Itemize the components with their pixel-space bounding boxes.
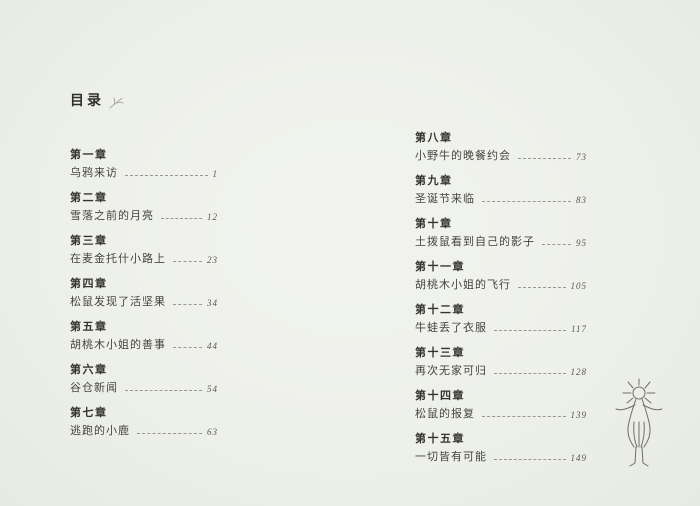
chapter-title: 逃跑的小鹿 [70,425,130,437]
dot-leader [518,286,566,288]
chapter-title: 松鼠发现了活坚果 [70,296,166,308]
chapter-title: 谷仓新闻 [70,382,118,394]
chapter-title: 胡桃木小姐的善事 [70,339,166,351]
chapter-label: 第六章 [70,364,108,376]
chapter-label: 第二章 [70,192,108,204]
chapter-title: 土拨鼠看到自己的影子 [415,236,535,248]
flower-fairy-illustration-icon [615,378,663,467]
title-row: 圣诞节来临 83 [415,194,587,205]
title-row: 胡桃木小姐的飞行 105 [415,280,587,291]
chapter-label: 第十章 [415,218,453,230]
title-row: 谷仓新闻 54 [70,383,218,394]
toc-entry: 第四章 松鼠发现了活坚果 34 [70,275,218,308]
dot-leader [494,372,566,374]
dot-leader [482,200,571,202]
chapter-title: 雪落之前的月亮 [70,210,154,222]
chapter-label: 第十三章 [415,347,465,359]
chapter-title: 小野牛的晚餐约会 [415,150,511,162]
page-number: 139 [570,410,587,420]
chapter-label: 第十二章 [415,304,465,316]
dot-leader [173,260,202,262]
chapter-label: 第十一章 [415,261,465,273]
toc-entry: 第二章 雪落之前的月亮 12 [70,189,218,222]
title-row: 胡桃木小姐的善事 44 [70,340,218,351]
chapter-label: 第十五章 [415,433,465,445]
page-number: 128 [570,367,587,377]
chapter-title: 在麦金托什小路上 [70,253,166,265]
page-number: 44 [207,341,218,351]
dot-leader [137,432,202,434]
toc-entry: 第七章 逃跑的小鹿 63 [70,404,218,437]
chapter-title: 一切皆有可能 [415,451,487,463]
dot-leader [542,243,571,245]
toc-entry: 第十三章 再次无家可归 128 [415,344,587,377]
toc-entry: 第十一章 胡桃木小姐的飞行 105 [415,258,587,291]
dot-leader [125,174,208,176]
page-number: 54 [207,384,218,394]
page-number: 1 [212,169,218,179]
title-row: 在麦金托什小路上 23 [70,254,218,265]
title-row: 雪落之前的月亮 12 [70,211,218,222]
dot-leader [173,346,202,348]
chapter-label: 第四章 [70,278,108,290]
page-number: 63 [207,427,218,437]
chapter-label: 第五章 [70,321,108,333]
chapter-title: 胡桃木小姐的飞行 [415,279,511,291]
page-number: 23 [207,255,218,265]
toc-entry: 第三章 在麦金托什小路上 23 [70,232,218,265]
page-number: 34 [207,298,218,308]
page-number: 105 [570,281,587,291]
dot-leader [482,415,566,417]
toc-entry: 第十五章 一切皆有可能 149 [415,430,587,463]
page-number: 149 [570,453,587,463]
toc-title: 目录 [70,90,124,110]
title-row: 牛蛙丢了衣服 117 [415,323,587,334]
leaf-sprig-icon [109,97,124,109]
toc-entry: 第十二章 牛蛙丢了衣服 117 [415,301,587,334]
chapter-title: 牛蛙丢了衣服 [415,322,487,334]
toc-entry: 第六章 谷仓新闻 54 [70,361,218,394]
title-row: 乌鸦来访 1 [70,168,218,179]
page-number: 117 [571,324,587,334]
toc-entry: 第十章 土拨鼠看到自己的影子 95 [415,215,587,248]
toc-column-right: 第八章 小野牛的晚餐约会 73 第九章 圣诞节来临 83 第十章 土拨鼠看到自己… [415,129,587,463]
title-row: 再次无家可归 128 [415,366,587,377]
dot-leader [125,389,202,391]
toc-entry: 第九章 圣诞节来临 83 [415,172,587,205]
dot-leader [518,157,571,159]
title-row: 逃跑的小鹿 63 [70,426,218,437]
chapter-label: 第七章 [70,407,108,419]
page-number: 95 [576,238,587,248]
toc-column-left: 第一章 乌鸦来访 1 第二章 雪落之前的月亮 12 第三章 在麦金托什小路上 2… [70,146,218,437]
title-row: 松鼠发现了活坚果 34 [70,297,218,308]
title-row: 土拨鼠看到自己的影子 95 [415,237,587,248]
chapter-title: 乌鸦来访 [70,167,118,179]
title-row: 松鼠的报复 139 [415,409,587,420]
dot-leader [494,329,567,331]
title-row: 一切皆有可能 149 [415,452,587,463]
dot-leader [161,217,202,219]
toc-entry: 第一章 乌鸦来访 1 [70,146,218,179]
toc-entry: 第十四章 松鼠的报复 139 [415,387,587,420]
chapter-title: 再次无家可归 [415,365,487,377]
dot-leader [173,303,202,305]
page-number: 73 [576,152,587,162]
chapter-label: 第一章 [70,149,108,161]
chapter-label: 第三章 [70,235,108,247]
chapter-label: 第十四章 [415,390,465,402]
toc-entry: 第五章 胡桃木小姐的善事 44 [70,318,218,351]
chapter-title: 松鼠的报复 [415,408,475,420]
page-number: 12 [207,212,218,222]
page-number: 83 [576,195,587,205]
toc-entry: 第八章 小野牛的晚餐约会 73 [415,129,587,162]
toc-title-text: 目录 [70,94,104,109]
chapter-title: 圣诞节来临 [415,193,475,205]
chapter-label: 第八章 [415,132,453,144]
chapter-label: 第九章 [415,175,453,187]
dot-leader [494,458,566,460]
title-row: 小野牛的晚餐约会 73 [415,151,587,162]
